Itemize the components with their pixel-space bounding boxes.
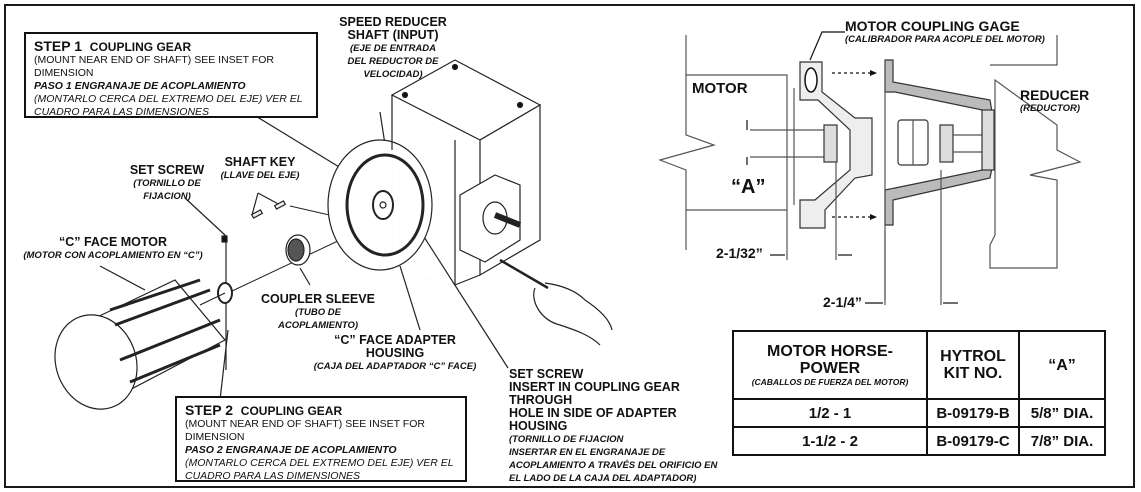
shaft-key-es: (LLAVE DEL EJE) [220, 170, 300, 181]
adapter-housing-label: “C” FACE ADAPTER HOUSING (CAJA DEL ADAPT… [310, 334, 480, 373]
step2-line1: (MOUNT NEAR END OF SHAFT) SEE INSET FOR … [185, 418, 425, 443]
gear-motor [823, 124, 838, 163]
adapter-housing [327, 139, 433, 271]
set-screw-title: SET SCREW [129, 163, 205, 177]
step2-callout: STEP 2 COUPLING GEAR (MOUNT NEAR END OF … [175, 396, 467, 482]
step2-title: STEP 2 [185, 402, 233, 418]
step1-title: STEP 1 [34, 38, 82, 54]
shaft-key-title: SHAFT KEY [224, 155, 296, 169]
leader-step2 [219, 329, 229, 401]
step1-line3: (MONTARLO CERCA DEL EXTREMO DEL EJE) VER… [34, 93, 303, 105]
gage-label: MOTOR COUPLING GAGE (CALIBRADOR PARA ACO… [845, 18, 1045, 45]
speed-reducer-title: SPEED REDUCER [339, 15, 447, 29]
gage-logo [804, 67, 818, 93]
set-screw-insert-label: SET SCREW INSERT IN COUPLING GEAR THROUG… [509, 368, 729, 485]
speed-reducer-title2: SHAFT (INPUT) [347, 28, 439, 42]
header-horsepower-l2: POWER [799, 360, 861, 377]
shaft-key-2 [273, 200, 287, 210]
speed-reducer-es3: VELOCIDAD) [363, 69, 423, 80]
adapter-section-bottom [884, 167, 993, 226]
header-horsepower-es: (CABALLOS DE FUERZA DEL MOTOR) [751, 377, 909, 387]
cell-horsepower: 1-1/2 - 2 [732, 426, 928, 456]
step2-line2: PASO 2 ENGRANAJE DE ACOPLAMIENTO [185, 444, 397, 456]
c-face-motor-label: “C” FACE MOTOR (MOTOR CON ACOPLAMIENTO E… [18, 236, 208, 262]
kit-table: MOTOR HORSE- POWER (CABALLOS DE FUERZA D… [732, 330, 1106, 456]
cell-kit-no: B-09179-B [926, 398, 1020, 428]
header-horsepower-l1: MOTOR HORSE- [767, 343, 893, 360]
coupler-sleeve-label: COUPLER SLEEVE (TUBO DE ACOPLAMIENTO) [258, 293, 378, 332]
hand [533, 282, 613, 346]
table-row: 1-1/2 - 2 B-09179-C 7/8” DIA. [732, 426, 1106, 456]
leader-c-face-motor [99, 265, 146, 291]
adapter-section-top [884, 59, 993, 113]
speed-reducer-box [390, 59, 542, 286]
gage-subtitle: (CALIBRADOR PARA ACOPLE DEL MOTOR) [845, 34, 1045, 45]
set-screw-insert-title: SET SCREW [509, 367, 584, 381]
leader-adapter-housing [399, 265, 421, 331]
set-screw-insert-es3: ACOPLAMIENTO A TRAVÉS DEL ORIFICIO EN [509, 460, 718, 471]
step1-line4: CUADRO PARA LAS DIMENSIONES [34, 106, 210, 118]
header-horsepower: MOTOR HORSE- POWER (CABALLOS DE FUERZA D… [732, 330, 928, 400]
speed-reducer-es2: DEL REDUCTOR DE [347, 56, 439, 67]
set-screw-es1: (TORNILLO DE [133, 178, 201, 189]
shaft-key-label: SHAFT KEY (LLAVE DEL EJE) [210, 156, 310, 182]
step1-callout: STEP 1 COUPLING GEAR (MOUNT NEAR END OF … [24, 32, 318, 118]
gear-reducer [939, 124, 954, 163]
reducer-label: REDUCER (REDUCTOR) [1020, 87, 1089, 114]
leader-shaft-key-a [251, 192, 259, 216]
speed-reducer-label: SPEED REDUCER SHAFT (INPUT) (EJE DE ENTR… [333, 16, 453, 81]
c-face-motor-es: (MOTOR CON ACOPLAMIENTO EN “C”) [23, 250, 203, 261]
adapter-housing-title: “C” FACE ADAPTER [334, 333, 456, 347]
header-kit-l2: KIT NO. [943, 365, 1003, 382]
adapter-housing-es: (CAJA DEL ADAPTADOR “C” FACE) [313, 361, 477, 372]
table-row: 1/2 - 1 B-09179-B 5/8” DIA. [732, 398, 1106, 428]
dimension-2-1-32: 2-1/32” [716, 245, 763, 261]
set-screw-insert-line2: INSERT IN COUPLING GEAR THROUGH [509, 380, 680, 407]
kit-table-header: MOTOR HORSE- POWER (CABALLOS DE FUERZA D… [732, 330, 1106, 400]
reducer-title: REDUCER [1020, 87, 1090, 103]
motor-outline [658, 35, 716, 250]
gage-inset-drawing [658, 31, 1082, 305]
set-screw-top [221, 235, 228, 243]
c-face-motor-body [54, 278, 226, 410]
motor-label: MOTOR [692, 80, 748, 97]
set-screw-es2: FIJACION) [143, 191, 191, 202]
step1-subtitle: COUPLING GEAR [89, 40, 192, 54]
set-screw-insert-line3: HOLE IN SIDE OF ADAPTER HOUSING [509, 406, 677, 433]
step1-line2: PASO 1 ENGRANAJE DE ACOPLAMIENTO [34, 80, 246, 92]
reducer-es: (REDUCTOR) [1020, 103, 1080, 114]
header-kit-l1: HYTROL [940, 348, 1006, 365]
cell-kit-no: B-09179-C [926, 426, 1020, 456]
step2-line3: (MONTARLO CERCA DEL EXTREMO DEL EJE) VER… [185, 457, 454, 469]
c-face-motor-title: “C” FACE MOTOR [58, 235, 168, 249]
leader-set-screw [184, 197, 227, 237]
header-a: “A” [1018, 330, 1106, 400]
shaft-key-1 [250, 209, 264, 219]
coupler-sleeve-title: COUPLER SLEEVE [261, 292, 375, 306]
step1-line1: (MOUNT NEAR END OF SHAFT) SEE INSET FOR … [34, 54, 274, 79]
cell-a: 5/8” DIA. [1018, 398, 1106, 428]
leader-set-screw-bottom [409, 214, 509, 369]
hex-key [499, 258, 549, 290]
coupler-sleeve-es: (TUBO DE ACOPLAMIENTO) [277, 307, 359, 331]
set-screw-label: SET SCREW (TORNILLO DE FIJACION) [122, 164, 212, 203]
dimension-2-1-4: 2-1/4” [823, 294, 862, 310]
diagram-frame [4, 4, 1135, 488]
set-screw-insert-es1: (TORNILLO DE FIJACION [509, 434, 624, 445]
header-kit-no: HYTROL KIT NO. [926, 330, 1020, 400]
speed-reducer-es1: (EJE DE ENTRADA [349, 43, 437, 54]
set-screw-insert-es2: INSERTAR EN EL ENGRANAJE DE [509, 447, 666, 458]
set-screw-insert-es4: EL LADO DE LA CAJA DEL ADAPTADOR) [509, 473, 697, 484]
step2-subtitle: COUPLING GEAR [240, 404, 343, 418]
step2-line4: CUADRO PARA LAS DIMENSIONES [185, 470, 361, 482]
adapter-housing-title2: HOUSING [365, 346, 425, 360]
cell-a: 7/8” DIA. [1018, 426, 1106, 456]
leader-coupler-sleeve [299, 267, 311, 286]
cell-horsepower: 1/2 - 1 [732, 398, 928, 428]
gage-title: MOTOR COUPLING GAGE [845, 18, 1020, 34]
dimension-a: “A” [731, 176, 766, 198]
